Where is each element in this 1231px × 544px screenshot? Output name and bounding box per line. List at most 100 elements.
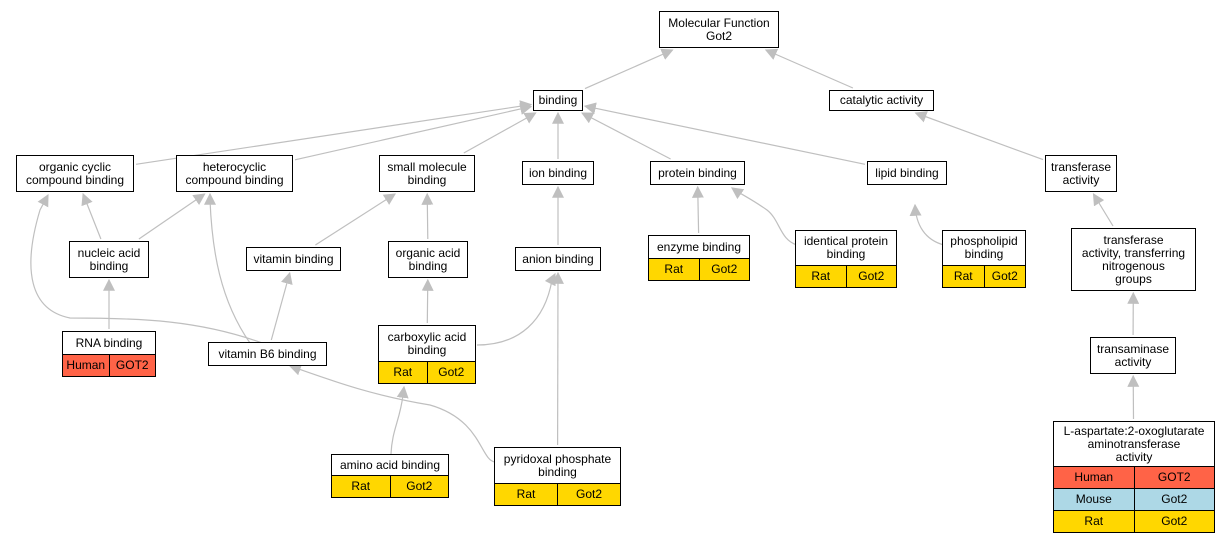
go-term-label: heterocyclic compound binding	[185, 159, 284, 187]
edge-carbox-to-orgacid	[421, 278, 434, 324]
go-term-anion[interactable]: anion binding	[515, 247, 601, 271]
go-term-hetero[interactable]: heterocyclic compound binding	[176, 155, 293, 192]
edge-smallmol-to-binding	[463, 112, 537, 154]
species-cell: Human	[1074, 470, 1114, 484]
species-cell: Rat	[393, 365, 413, 379]
gene-cell: GOT2	[1133, 467, 1215, 488]
go-term-orgcyc[interactable]: organic cyclic compound binding	[16, 155, 134, 192]
edge-binding-to-mf	[584, 48, 674, 90]
gene-cell: Got2	[983, 266, 1026, 287]
annotation-row: Rat Got2	[649, 258, 749, 280]
go-term-label: protein binding	[658, 165, 737, 180]
edge-nucleic-to-hetero	[138, 193, 206, 240]
edge-vitB6-to-vitamin	[270, 271, 293, 341]
go-term-label: small molecule binding	[387, 159, 467, 187]
annotation-row: Rat Got2	[943, 265, 1025, 287]
go-term-label: identical protein binding	[803, 234, 889, 261]
annotation-row: Rat Got2	[1054, 510, 1214, 532]
gene-cell: Got2	[1133, 489, 1215, 510]
go-term-transferase[interactable]: transferase activity	[1045, 155, 1117, 192]
edge-vitB6-to-orgcyc	[30, 193, 266, 345]
go-term-label: nucleic acid binding	[77, 245, 141, 273]
edge-carbox-to-anion	[476, 272, 556, 346]
edge-transferase-to-catalytic	[914, 111, 1044, 161]
edge-pyridoxal-to-vitB6	[288, 363, 496, 463]
go-term-nucleic[interactable]: nucleic acid binding	[69, 241, 149, 278]
go-term-label: phospholipid binding	[950, 234, 1018, 261]
gene-cell: Got2	[845, 266, 897, 287]
go-term-label: binding	[538, 93, 578, 107]
go-term-catalytic[interactable]: catalytic activity	[829, 90, 934, 111]
edge-orgacid-to-smallmol	[421, 192, 434, 240]
gene-cell: Got2	[1133, 511, 1215, 532]
go-term-transam[interactable]: transaminase activity	[1090, 337, 1176, 374]
edge-transfN-to-transferase	[1092, 192, 1114, 227]
go-term-orgacid[interactable]: organic acid binding	[388, 241, 468, 278]
go-term-vitamin[interactable]: vitamin binding	[246, 247, 341, 271]
gene-cell: GOT2	[108, 355, 156, 376]
species-cell: Rat	[811, 269, 831, 283]
go-term-label: organic cyclic compound binding	[25, 159, 125, 187]
edge-orgcyc-to-binding	[135, 100, 533, 165]
edge-lipid-to-binding	[583, 102, 866, 165]
go-term-label: transaminase activity	[1096, 341, 1170, 369]
go-term-label: RNA binding	[75, 335, 143, 350]
go-term-label: transferase activity	[1050, 159, 1112, 187]
species-cell: Mouse	[1075, 492, 1112, 506]
edge-phospho-to-lipid	[909, 203, 945, 246]
species-cell: Rat	[664, 262, 684, 276]
go-term-label: lipid binding	[875, 165, 939, 180]
go-term-label: pyridoxal phosphate binding	[503, 451, 612, 479]
annotation-row: Mouse Got2	[1054, 488, 1214, 510]
edge-hetero-to-binding	[294, 103, 533, 161]
gene-cell: Got2	[426, 362, 476, 383]
go-term-label: organic acid binding	[395, 245, 461, 273]
edge-enzyme-to-protein	[691, 185, 704, 234]
gene-cell: Got2	[698, 259, 750, 280]
go-term-transfN[interactable]: transferase activity, transferring nitro…	[1071, 228, 1196, 291]
species-cell: Rat	[351, 479, 371, 493]
go-term-label: amino acid binding	[339, 457, 441, 472]
species-cell: Rat	[516, 487, 536, 501]
go-term-label: carboxylic acid binding	[387, 329, 467, 357]
go-term-label: anion binding	[522, 251, 594, 266]
annotation-row: Rat Got2	[796, 265, 896, 287]
edge-vitB6-to-hetero	[204, 192, 251, 344]
go-term-binding[interactable]: binding	[533, 90, 583, 111]
annotation-row: Human GOT2	[1054, 466, 1214, 488]
species-cell: Rat	[1084, 514, 1104, 528]
edge-protein-to-binding	[581, 112, 671, 160]
edge-vitamin-to-smallmol	[315, 193, 397, 246]
go-term-label: ion binding	[528, 165, 588, 180]
go-term-label: vitamin binding	[253, 251, 334, 266]
edge-catalytic-to-mf	[764, 48, 854, 89]
go-term-label: L-aspartate:2-oxoglutarate aminotransfer…	[1063, 423, 1205, 464]
edge-aminoacid-to-carbox	[390, 385, 409, 455]
go-term-laspartate[interactable]: L-aspartate:2-oxoglutarate aminotransfer…	[1053, 421, 1215, 533]
species-cell: Human	[66, 358, 106, 372]
go-term-label: Molecular Function Got2	[668, 15, 770, 43]
go-term-mf[interactable]: Molecular Function Got2	[659, 11, 779, 48]
go-term-ion[interactable]: ion binding	[522, 161, 594, 185]
go-term-smallmol[interactable]: small molecule binding	[379, 155, 475, 192]
go-term-vitB6[interactable]: vitamin B6 binding	[208, 342, 327, 366]
go-term-label: transferase activity, transferring nitro…	[1081, 232, 1186, 286]
annotation-row: Rat Got2	[379, 361, 475, 383]
edge-nucleic-to-orgcyc	[81, 192, 102, 240]
go-term-lipid[interactable]: lipid binding	[867, 161, 947, 185]
go-term-label: vitamin B6 binding	[218, 346, 317, 361]
go-term-label: catalytic activity	[839, 93, 924, 107]
species-cell: Rat	[953, 269, 973, 283]
go-term-protein[interactable]: protein binding	[650, 161, 745, 185]
